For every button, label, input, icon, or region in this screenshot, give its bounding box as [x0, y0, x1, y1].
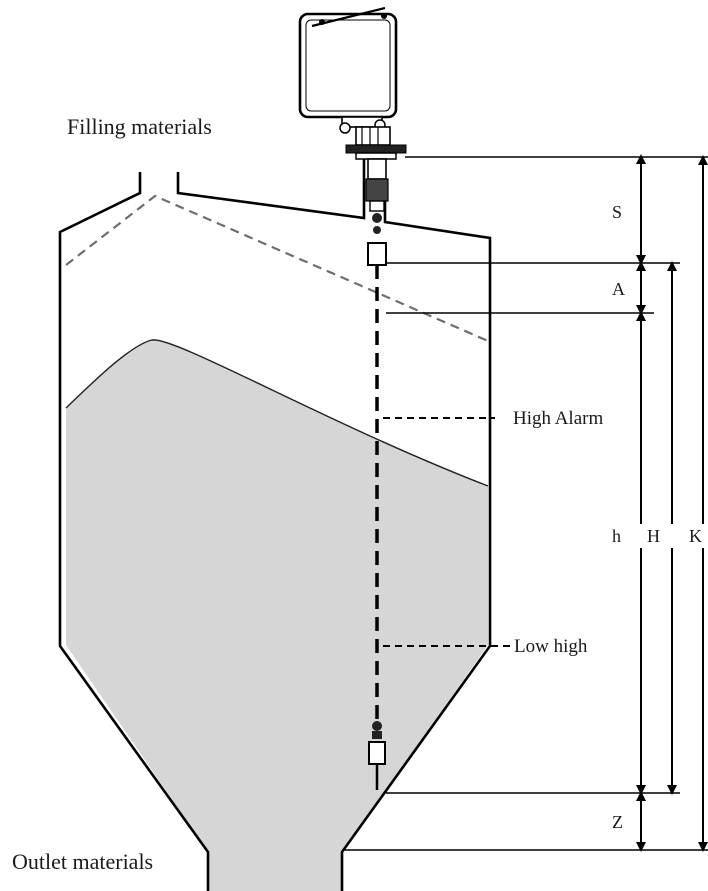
max-fill-profile: [65, 194, 489, 343]
transmitter-housing-icon: [298, 6, 407, 234]
dim-z-label: Z: [612, 812, 623, 832]
cable-probe-weight-icon: [367, 242, 387, 790]
material-surface-line: [65, 339, 489, 487]
outlet-materials-label: Outlet materials: [12, 849, 153, 874]
material-fill: [66, 339, 488, 891]
silo-outline: [58, 158, 492, 891]
dim-h-small-label: h: [612, 526, 621, 546]
filling-materials-label: Filling materials: [67, 114, 212, 139]
high-alarm-label: High Alarm: [513, 408, 603, 429]
dim-k-label: K: [689, 526, 702, 546]
dim-s-label: S: [612, 202, 622, 222]
dim-a-label: A: [612, 279, 625, 299]
low-high-label: Low high: [514, 636, 588, 657]
dim-h-big-label: H: [647, 526, 660, 546]
